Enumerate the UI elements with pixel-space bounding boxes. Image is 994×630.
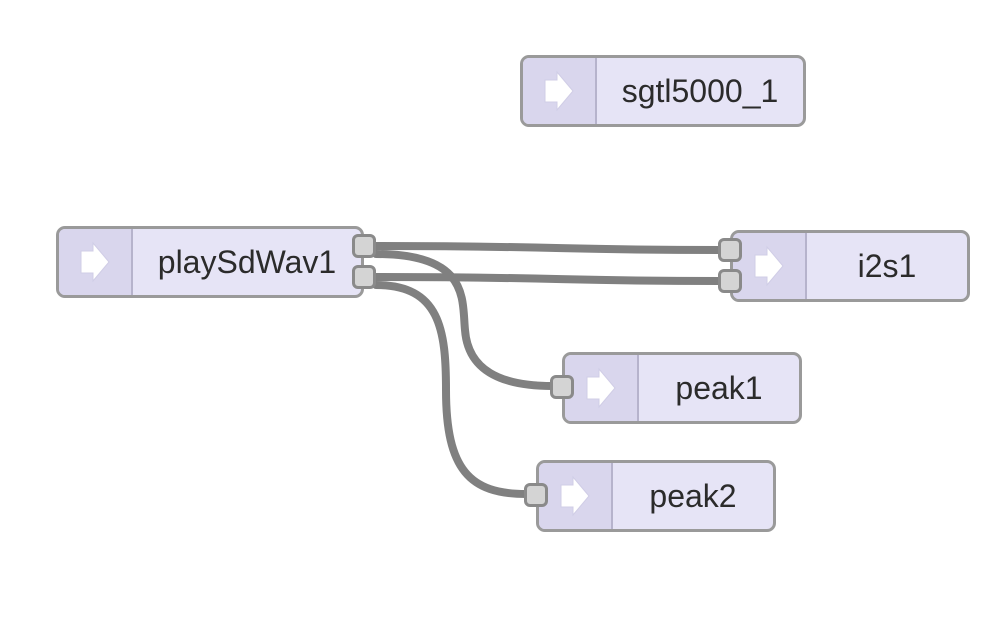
node-playSdWav1[interactable]: playSdWav1 (56, 226, 364, 298)
wire-playSdWav1-0-to-i2s1-0[interactable] (372, 242, 724, 254)
node-icon-box (733, 233, 807, 299)
arrow-right-icon (586, 367, 616, 409)
node-icon-box (59, 229, 133, 295)
node-i2s1[interactable]: i2s1 (730, 230, 970, 302)
node-peak2[interactable]: peak2 (536, 460, 776, 532)
wire-playSdWav1-1-to-i2s1-1[interactable] (372, 273, 724, 285)
node-icon-box (523, 58, 597, 124)
arrow-right-icon (560, 475, 590, 517)
node-label-i2s1: i2s1 (857, 247, 917, 284)
arrow-right-icon (544, 70, 574, 112)
arrow-right-icon (80, 241, 110, 283)
arrow-right-icon (754, 245, 784, 287)
input-port-i2s1-0[interactable] (718, 238, 742, 262)
node-peak1[interactable]: peak1 (562, 352, 802, 424)
node-label-peak1: peak1 (675, 369, 763, 406)
wire-playSdWav1-0-to-peak1-0[interactable] (372, 250, 556, 390)
input-port-peak1-0[interactable] (550, 375, 574, 399)
output-port-playSdWav1-0[interactable] (352, 234, 376, 258)
node-label-playSdWav1: playSdWav1 (157, 243, 337, 280)
node-icon-box (539, 463, 613, 529)
node-icon-box (565, 355, 639, 421)
input-port-i2s1-1[interactable] (718, 269, 742, 293)
output-port-playSdWav1-1[interactable] (352, 265, 376, 289)
node-label-peak2: peak2 (649, 477, 737, 514)
node-sgtl5000_1[interactable]: sgtl5000_1 (520, 55, 806, 127)
wire-playSdWav1-1-to-peak2-0[interactable] (372, 281, 530, 498)
node-label-sgtl5000_1: sgtl5000_1 (621, 72, 779, 109)
input-port-peak2-0[interactable] (524, 483, 548, 507)
